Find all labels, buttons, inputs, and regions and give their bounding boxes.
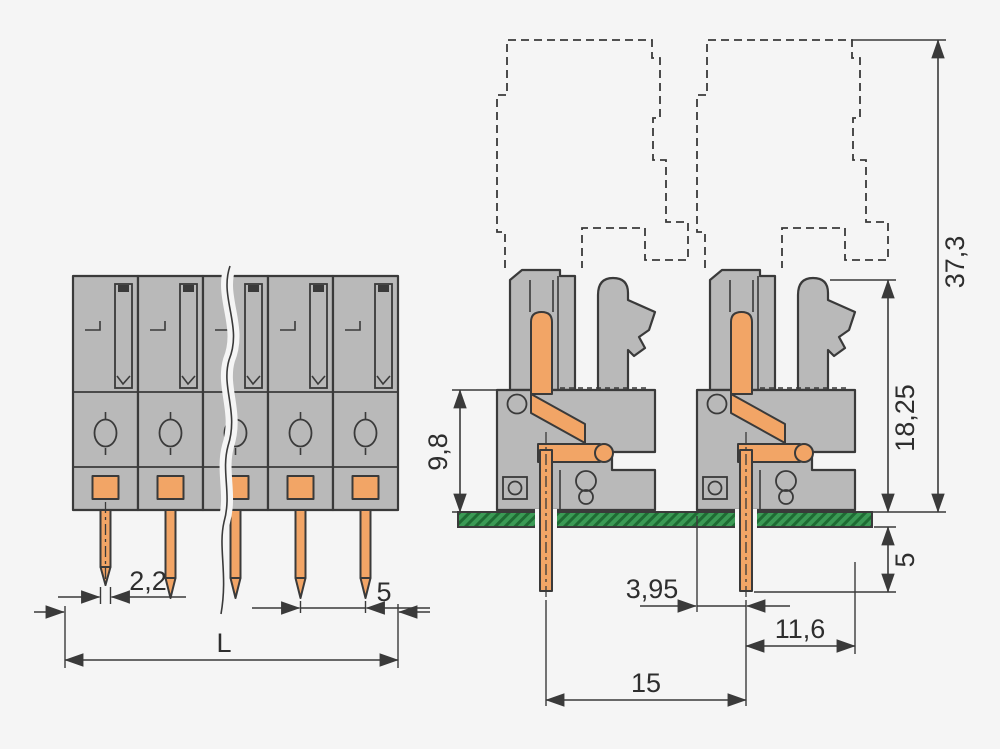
front-pin-4 <box>294 509 307 579</box>
front-pole-1 <box>71 274 140 512</box>
dim-label-body-height: 9,8 <box>423 433 453 471</box>
front-pole-4 <box>266 274 335 512</box>
dim-side-body-height: 9,8 <box>423 389 497 513</box>
dim-label-pin-below-board: 5 <box>890 552 920 567</box>
dim-side-pin-spacing: 15 <box>545 600 747 707</box>
front-pole-2 <box>136 274 205 512</box>
front-pin-3-tip <box>229 577 242 599</box>
dim-label-pin-spacing: 15 <box>631 668 661 698</box>
front-pins <box>99 502 372 599</box>
front-pin-2 <box>164 509 177 579</box>
extension-line <box>545 600 747 706</box>
dim-label-edge-to-pin: 3,95 <box>626 574 679 604</box>
side-view <box>457 38 890 602</box>
dim-side-overall-height: 37,3 <box>852 39 970 513</box>
dim-label-length: L <box>216 628 231 658</box>
dim-side-pin-below-board: 5 <box>754 526 920 593</box>
dim-label-pitch: 5 <box>376 577 391 607</box>
dim-side-above-board: 18,25 <box>830 279 920 513</box>
break-line <box>220 265 235 615</box>
front-pin-5 <box>359 509 372 579</box>
front-pin-3 <box>229 509 242 579</box>
dim-front-pitch: 5 <box>252 577 430 615</box>
dim-label-above-board: 18,25 <box>890 384 920 452</box>
extension-line <box>299 601 367 613</box>
pcb-board <box>457 511 873 528</box>
dim-front-pin-width: 2,2 <box>58 566 186 604</box>
front-pin-5-tip <box>359 577 372 599</box>
front-pole-5 <box>331 274 400 512</box>
extension-line <box>99 587 112 604</box>
front-pin-2-tip <box>164 577 177 599</box>
dim-side-edge-to-pin: 3,95 <box>626 516 790 613</box>
dim-front-length: L <box>34 604 430 668</box>
front-view <box>71 264 400 616</box>
front-pin-4-tip <box>294 577 307 599</box>
dim-label-overall-height: 37,3 <box>940 236 970 289</box>
dim-label-pin-to-edge: 11,6 <box>775 614 826 644</box>
housing-step-lines <box>73 391 398 468</box>
dim-label-pin-width: 2,2 <box>129 566 167 596</box>
dim-side-pin-to-edge: 11,6 <box>745 562 856 654</box>
